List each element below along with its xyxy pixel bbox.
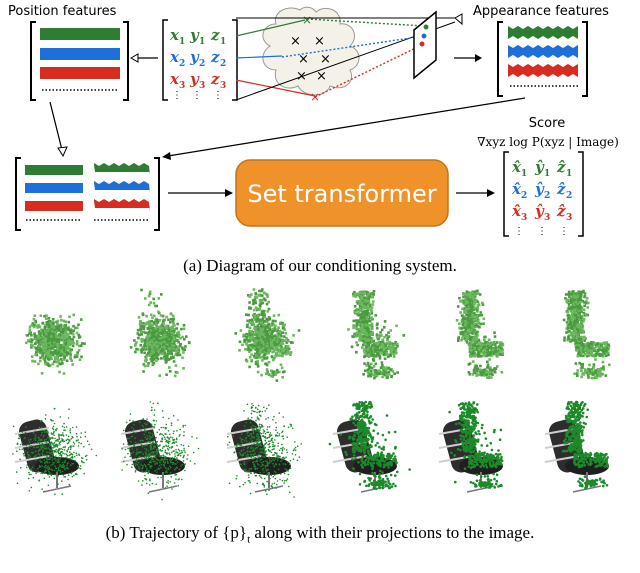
score-x-2: x̂: [511, 180, 522, 198]
svg-text:⋮: ⋮: [537, 226, 547, 237]
projection-step-4: [319, 400, 425, 508]
combined-features-matrix: [15, 157, 160, 231]
svg-text:2: 2: [199, 59, 205, 69]
image-plane: [413, 10, 437, 80]
caption-b-tail: along with their projections to the imag…: [250, 523, 535, 542]
score-y-2: ŷ: [534, 180, 545, 198]
score-z-3: ẑ: [556, 202, 566, 220]
trajectory-grid: [0, 288, 640, 508]
projection-step-1: [1, 400, 107, 508]
projection-step-6: [531, 400, 637, 508]
coord-z-3: z: [210, 70, 220, 88]
trajectory-step-5: [425, 288, 531, 396]
trajectory-step-6: [531, 288, 637, 396]
coord-x-3: x: [169, 70, 180, 88]
svg-text:1: 1: [544, 169, 550, 179]
svg-text:3: 3: [566, 213, 572, 223]
score-label: Score: [529, 116, 565, 131]
coord-x-1: x: [169, 26, 180, 44]
projection-step-2: [107, 400, 213, 508]
score-x-3: x̂: [511, 202, 522, 220]
caption-b-sub: t: [247, 533, 251, 546]
svg-text:⋮: ⋮: [192, 90, 202, 101]
svg-text:1: 1: [521, 169, 527, 179]
set-transformer-box: [235, 159, 449, 227]
coord-y-3: y: [189, 70, 200, 88]
svg-text:3: 3: [220, 81, 226, 91]
trajectory-step-2: [107, 288, 213, 396]
svg-text:⋮: ⋮: [213, 90, 223, 101]
svg-text:×: ×: [302, 13, 312, 27]
set-transformer-label: Set transformer: [247, 180, 436, 208]
position-features-matrix: [30, 21, 129, 101]
caption-b: (b) Trajectory of {p}t along with their …: [0, 523, 640, 545]
svg-text:⋮: ⋮: [172, 90, 182, 101]
position-feature-row-red: [40, 67, 120, 79]
svg-text:×: ×: [316, 69, 327, 84]
svg-text:⋮: ⋮: [514, 226, 524, 237]
position-features-label: Position features: [8, 4, 117, 19]
svg-text:×: ×: [314, 34, 325, 49]
svg-text:⋮: ⋮: [559, 226, 569, 237]
caption-b-set: {p}: [222, 523, 248, 542]
svg-text:2: 2: [220, 59, 226, 69]
svg-text:×: ×: [320, 52, 331, 67]
score-z-2: ẑ: [556, 180, 566, 198]
svg-text:×: ×: [298, 52, 309, 67]
caption-b-main: (b) Trajectory of: [105, 523, 223, 542]
svg-text:2: 2: [544, 191, 550, 201]
coord-y-1: y: [189, 26, 200, 44]
trajectory-step-4: [319, 288, 425, 396]
position-feature-row-green: [40, 28, 120, 40]
coord-y-2: y: [189, 48, 200, 66]
score-x-1: x̂: [511, 158, 522, 176]
score-y-1: ŷ: [534, 158, 545, 176]
trajectory-step-3: [213, 288, 319, 396]
svg-text:1: 1: [179, 37, 185, 47]
score-z-1: ẑ: [556, 158, 566, 176]
svg-text:2: 2: [521, 191, 527, 201]
svg-text:1: 1: [566, 169, 572, 179]
coord-z-2: z: [210, 48, 220, 66]
svg-text:×: ×: [290, 34, 301, 49]
svg-text:3: 3: [179, 81, 185, 91]
svg-text:3: 3: [199, 81, 205, 91]
score-formula: ∇xyz log P(xyz | Image): [477, 135, 619, 149]
svg-text:1: 1: [220, 37, 226, 47]
appearance-features-label: Appearance features: [473, 4, 609, 19]
svg-text:2: 2: [566, 191, 572, 201]
svg-text:1: 1: [199, 37, 205, 47]
projection-step-5: [425, 400, 531, 508]
coord-x-2: x: [169, 48, 180, 66]
appearance-features-matrix: [497, 21, 588, 97]
svg-text:2: 2: [179, 59, 185, 69]
svg-text:3: 3: [544, 213, 550, 223]
coord-z-1: z: [210, 26, 220, 44]
trajectory-step-1: [1, 288, 107, 396]
projection-step-3: [213, 400, 319, 508]
svg-text:3: 3: [521, 213, 527, 223]
score-y-3: ŷ: [534, 202, 545, 220]
position-feature-row-blue: [40, 48, 120, 60]
caption-a: (a) Diagram of our conditioning system.: [183, 256, 457, 275]
